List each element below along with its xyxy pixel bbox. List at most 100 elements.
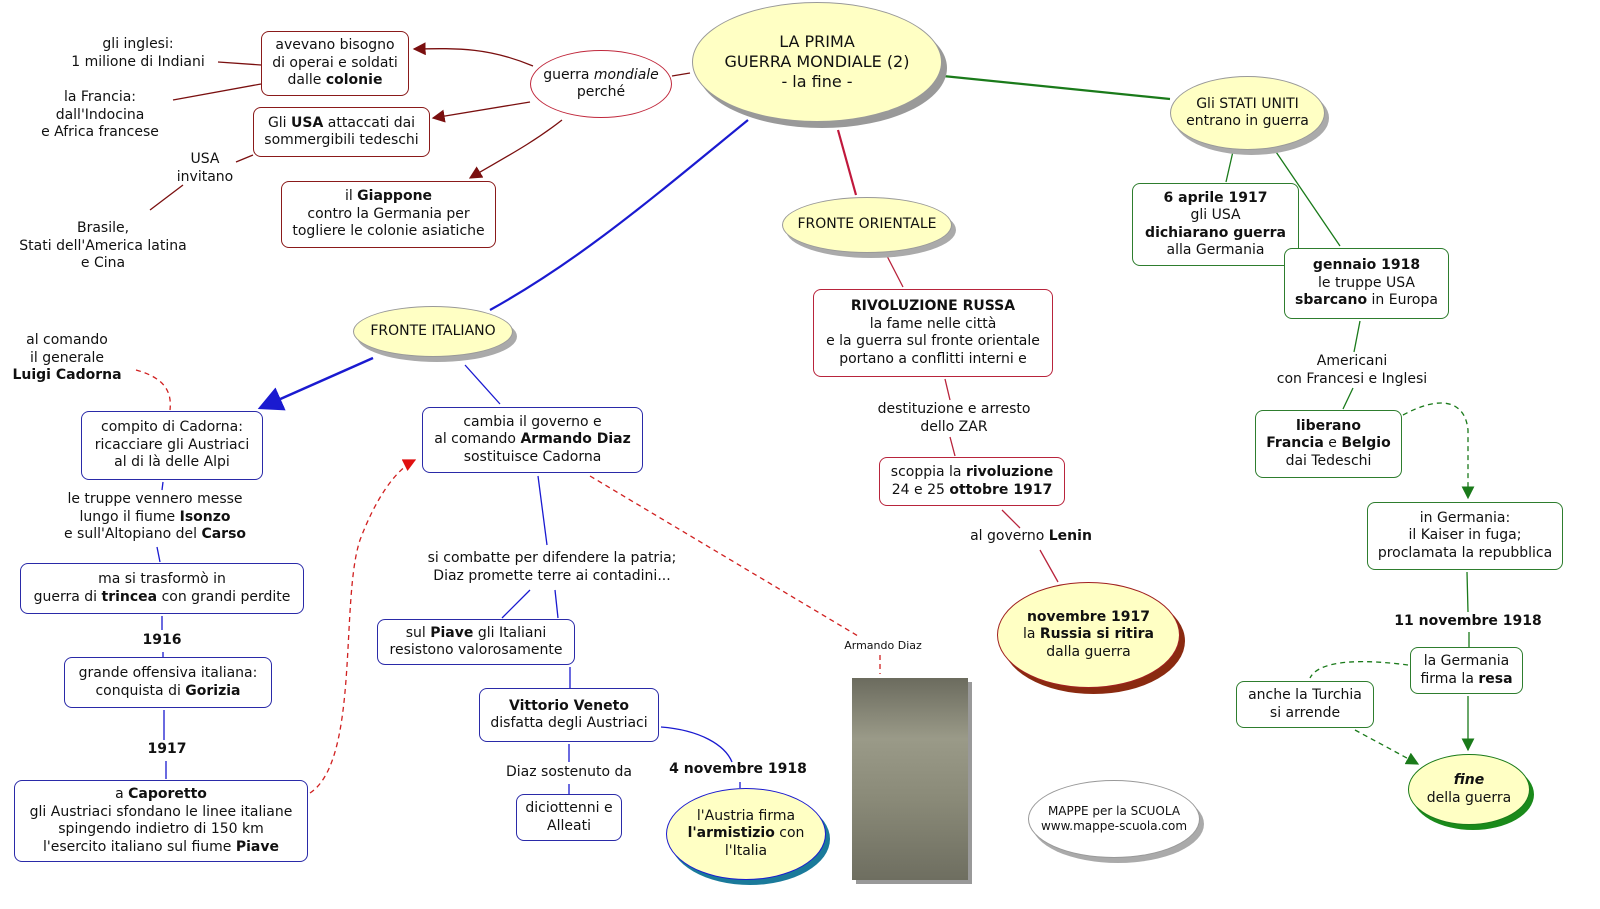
node-text: la fame nelle città [869, 315, 997, 332]
node-text: 6 aprile 1917 [1163, 189, 1268, 206]
node-text: proclamata la repubblica [1377, 544, 1553, 561]
node-text: spingendo indietro di 150 km [58, 821, 264, 837]
node-text-line: lungo il fiume Isonzo [64, 509, 246, 527]
node-text: USA [190, 151, 220, 167]
node-text: Brasile, [76, 220, 130, 236]
node-text-line: Diaz promette terre ai contadini... [428, 568, 677, 586]
node-text-line: novembre 1917 [1027, 609, 1150, 627]
node-text-line: 6 aprile 1917 [1164, 190, 1268, 208]
node-text: si combatte per difendere la patria; [427, 550, 677, 566]
node-text-line: FRONTE ORIENTALE [797, 216, 936, 234]
node-kaiser[interactable]: in Germania:il Kaiser in fuga;proclamata… [1367, 502, 1563, 570]
node-text: grande offensiva italiana: [78, 665, 258, 681]
node-text: gli inglesi: [102, 36, 174, 52]
node-text: con Francesi e Inglesi [1276, 370, 1428, 387]
node-text: Russia si ritira [1039, 626, 1154, 643]
node-text: gennaio 1918 [1312, 257, 1421, 274]
node-fronte-orientale[interactable]: FRONTE ORIENTALE [782, 197, 952, 253]
node-text-line: si arrende [1270, 705, 1340, 723]
node-text-line: dello ZAR [878, 419, 1031, 437]
node-text: con grandi perdite [157, 588, 291, 605]
node-text: al di là delle Alpi [114, 454, 230, 471]
node-text-line: dall'Indocina [41, 107, 159, 125]
node-text-line: guerra di trincea con grandi perdite [34, 589, 291, 607]
node-text-line: Vittorio Veneto [509, 698, 629, 716]
node-text: la Germania [1423, 653, 1510, 669]
node-text: sbarcano [1295, 292, 1368, 309]
node-text-line: MAPPE per la SCUOLA [1048, 804, 1180, 819]
node-text-line: la Francia: [41, 89, 159, 107]
node-text-line: in Germania: [1420, 510, 1510, 528]
node-text: 1917 [147, 741, 187, 757]
node-text-line: gennaio 1918 [1313, 257, 1420, 275]
node-text-line: 1 milione di Indiani [71, 54, 205, 72]
node-trincea[interactable]: ma si trasformò in guerra di trincea con … [20, 563, 304, 614]
node-text-line: e la guerra sul fronte orientale [826, 333, 1040, 351]
node-text: Gorizia [185, 682, 241, 699]
node-text: ottobre 1917 [949, 481, 1053, 498]
node-text-line: a Caporetto [115, 786, 207, 804]
node-text-line: guerra mondiale [543, 67, 659, 85]
node-text: sostituisce Cadorna [463, 448, 602, 465]
label-armando-diaz-photo: Armando Diaz [844, 637, 922, 655]
node-text-line: compito di Cadorna: [101, 419, 243, 437]
node-fronte-italiano[interactable]: FRONTE ITALIANO [353, 306, 513, 357]
label-1916: 1916 [143, 632, 182, 650]
node-text: rivoluzione [965, 464, 1054, 480]
node-text: si arrende [1269, 704, 1341, 721]
node-text-line: dai Tedeschi [1286, 453, 1372, 471]
node-text-line: fine [1454, 772, 1484, 790]
node-text-line: gli USA [1190, 207, 1240, 225]
node-text-line: il generale [12, 350, 121, 368]
node-text: al comando [434, 431, 521, 448]
node-text: ricacciare gli Austriaci [94, 436, 250, 453]
node-text: il Kaiser in fuga; [1408, 527, 1522, 544]
node-text: e [1323, 435, 1342, 452]
node-text: Piave [430, 624, 474, 641]
node-gorizia[interactable]: grande offensiva italiana:conquista di G… [64, 657, 272, 708]
node-text: colonie [325, 72, 383, 89]
node-text: dall'Indocina [55, 106, 145, 123]
node-text-line: cambia il governo e [463, 414, 601, 432]
node-text: cambia il governo e [463, 413, 602, 430]
node-text: Giappone [357, 188, 433, 205]
node-compito-cadorna[interactable]: compito di Cadorna:ricacciare gli Austri… [81, 411, 263, 480]
node-text-line: e sull'Altopiano del Carso [64, 526, 246, 544]
node-text: l'Austria firma [696, 807, 796, 824]
node-text: ma si trasformò in [98, 571, 226, 587]
node-text-line: gli Austriaci sfondano le linee italiane [30, 804, 293, 822]
label-inglesi: gli inglesi: 1 milione di Indiani [71, 36, 205, 71]
node-text-line: GUERRA MONDIALE (2) [725, 52, 910, 72]
node-text-line: la fame nelle città [870, 316, 997, 334]
node-text-line: il Kaiser in fuga; [1409, 527, 1522, 545]
node-text: Armando Diaz [844, 639, 922, 652]
node-text-line: entrano in guerra [1186, 113, 1309, 131]
node-text: - la fine - [781, 72, 853, 91]
node-text-line: togliere le colonie asiatiche [292, 223, 484, 241]
node-text: Lenin [1048, 528, 1092, 544]
